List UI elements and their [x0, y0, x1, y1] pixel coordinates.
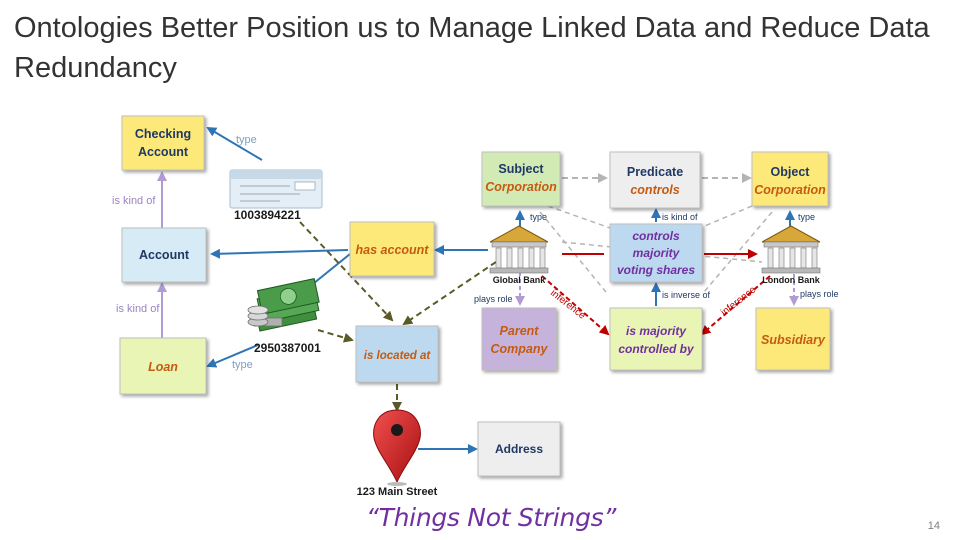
- checking-account-line2: Account: [138, 145, 189, 159]
- address-label: Address: [495, 442, 543, 456]
- money-stack-icon: [247, 278, 320, 332]
- inference-left-arrow: [541, 275, 610, 336]
- slide-title: Ontologies Better Position us to Manage …: [14, 12, 930, 84]
- map-pin-icon: [373, 409, 421, 486]
- object-line2: Corporation: [754, 183, 826, 197]
- predicate-line1: Predicate: [627, 165, 683, 179]
- bank-building-icon: [489, 225, 549, 274]
- is-located-at-box: is located at: [355, 325, 439, 383]
- subject-line2: Corporation: [485, 180, 557, 194]
- is-located-at-label: is located at: [364, 350, 432, 362]
- is-majority-controlled-box: is majority controlled by: [609, 307, 703, 371]
- object-cross-line: [699, 205, 753, 229]
- address-box: Address: [477, 421, 561, 477]
- check-icon: [229, 169, 323, 209]
- parent-company-box: Parent Company: [481, 307, 557, 371]
- subsidiary-box: Subsidiary: [755, 307, 831, 371]
- type-subject-label: type: [530, 212, 547, 222]
- london-bank-label: London Bank: [762, 275, 820, 285]
- has-account-label: has account: [356, 243, 430, 257]
- subject-diag-line: [539, 211, 607, 293]
- type-cash-arrow: [206, 344, 259, 368]
- cash-to-located-arrow: [317, 329, 354, 343]
- has-account-box: has account: [349, 221, 435, 277]
- controls-majority-line3: voting shares: [617, 263, 695, 277]
- checking-account-line1: Checking: [135, 127, 191, 141]
- type-cash-label: type: [232, 359, 253, 371]
- controls-majority-box: controls majority voting shares: [609, 223, 703, 283]
- type-object-label: type: [798, 212, 815, 222]
- subsidiary-label: Subsidiary: [761, 333, 826, 347]
- checking-account-box: Checking Account: [121, 115, 205, 171]
- inference-right-arrow: [700, 275, 771, 336]
- is-kind-of-label-1: is kind of: [112, 195, 156, 207]
- is-kind-of-predicate-label: is kind of: [662, 212, 698, 222]
- is-kind-of-label-2: is kind of: [116, 303, 160, 315]
- predicate-box: Predicate controls: [609, 151, 701, 209]
- object-box: Object Corporation: [751, 151, 829, 207]
- global-bank-label: Global Bank: [493, 275, 547, 285]
- is-majority-controlled-line1: is majority: [626, 324, 687, 338]
- plays-role-right-label: plays role: [800, 289, 839, 299]
- tagline: “Things Not Strings”: [366, 503, 617, 532]
- loan-box: Loan: [119, 337, 207, 395]
- plays-role-left-label: plays role: [474, 294, 513, 304]
- check-to-located-arrow: [299, 221, 394, 322]
- main-street-label: 123 Main Street: [357, 486, 438, 498]
- subject-line1: Subject: [498, 162, 544, 176]
- parent-company-line2: Company: [491, 342, 549, 356]
- subject-box: Subject Corporation: [481, 151, 561, 207]
- predicate-line2: controls: [630, 183, 679, 197]
- controls-majority-line2: majority: [633, 246, 681, 260]
- bank-building-icon: [761, 225, 821, 274]
- bank-to-located-arrow: [402, 261, 497, 326]
- type-check-label: type: [236, 134, 257, 146]
- connectors: [157, 126, 799, 454]
- check-number: 1003894221: [234, 208, 301, 222]
- inference-right-label: inference: [719, 284, 759, 318]
- has-account-to-account-arrow: [210, 248, 349, 259]
- controls-majority-line1: controls: [632, 229, 680, 243]
- loan-label: Loan: [148, 360, 178, 374]
- parent-company-line1: Parent: [500, 324, 540, 338]
- type-check-arrow: [206, 126, 263, 161]
- page-number: 14: [927, 520, 940, 532]
- cash-number: 2950387001: [254, 341, 321, 355]
- is-majority-controlled-line2: controlled by: [618, 342, 695, 356]
- subject-cross-line: [547, 205, 611, 229]
- object-line1: Object: [771, 165, 811, 179]
- is-inverse-of-label: is inverse of: [662, 290, 711, 300]
- account-box: Account: [121, 227, 207, 283]
- account-label: Account: [139, 248, 190, 262]
